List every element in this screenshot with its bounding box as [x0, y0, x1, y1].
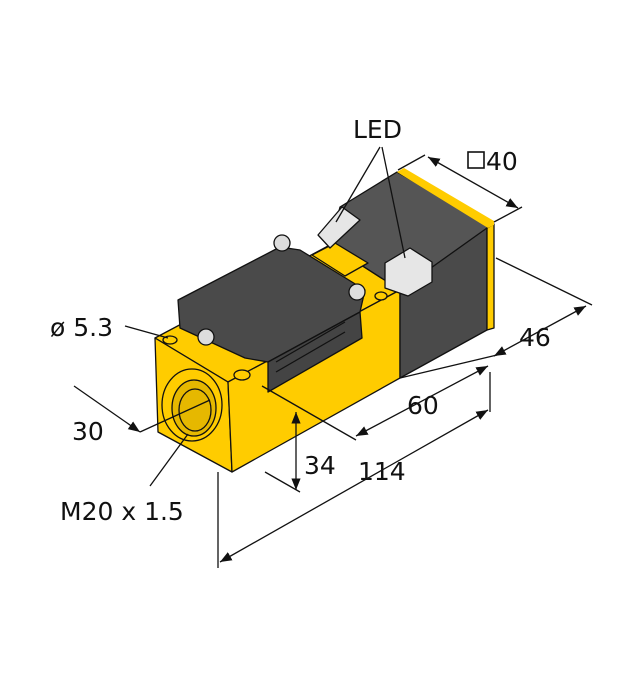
led-right — [384, 247, 433, 297]
thread-inner — [178, 388, 212, 432]
square-40-label: 40 — [486, 147, 518, 176]
dimension-lines — [73, 146, 593, 568]
square-symbol-icon — [467, 151, 485, 169]
screws — [197, 234, 366, 346]
dim-46-label: 46 — [519, 323, 551, 352]
head-label-plate — [311, 242, 369, 277]
dim-60-label: 60 — [407, 391, 439, 420]
thread-label: M20 x 1.5 — [60, 497, 184, 526]
screw-icon — [197, 328, 215, 346]
mounting-hole — [374, 291, 388, 301]
dim-30-label: 30 — [72, 417, 104, 446]
led-label: LED — [353, 115, 402, 144]
screw-icon — [348, 283, 366, 301]
cover-groove — [275, 321, 346, 363]
dimension-labels: LED 40 46 60 114 34 ø 5.3 30 M20 x 1.5 — [50, 115, 551, 526]
terminal-cover-side — [267, 311, 363, 393]
led-left — [317, 206, 361, 249]
mounting-hole — [233, 369, 251, 381]
head-yellow-strip — [486, 223, 495, 331]
hole-diameter-label: ø 5.3 — [50, 313, 113, 342]
sensor-body — [154, 168, 495, 473]
dim-114-label: 114 — [358, 457, 406, 486]
dim-34-label: 34 — [304, 451, 336, 480]
cover-groove — [275, 331, 346, 373]
screw-icon — [273, 234, 291, 252]
